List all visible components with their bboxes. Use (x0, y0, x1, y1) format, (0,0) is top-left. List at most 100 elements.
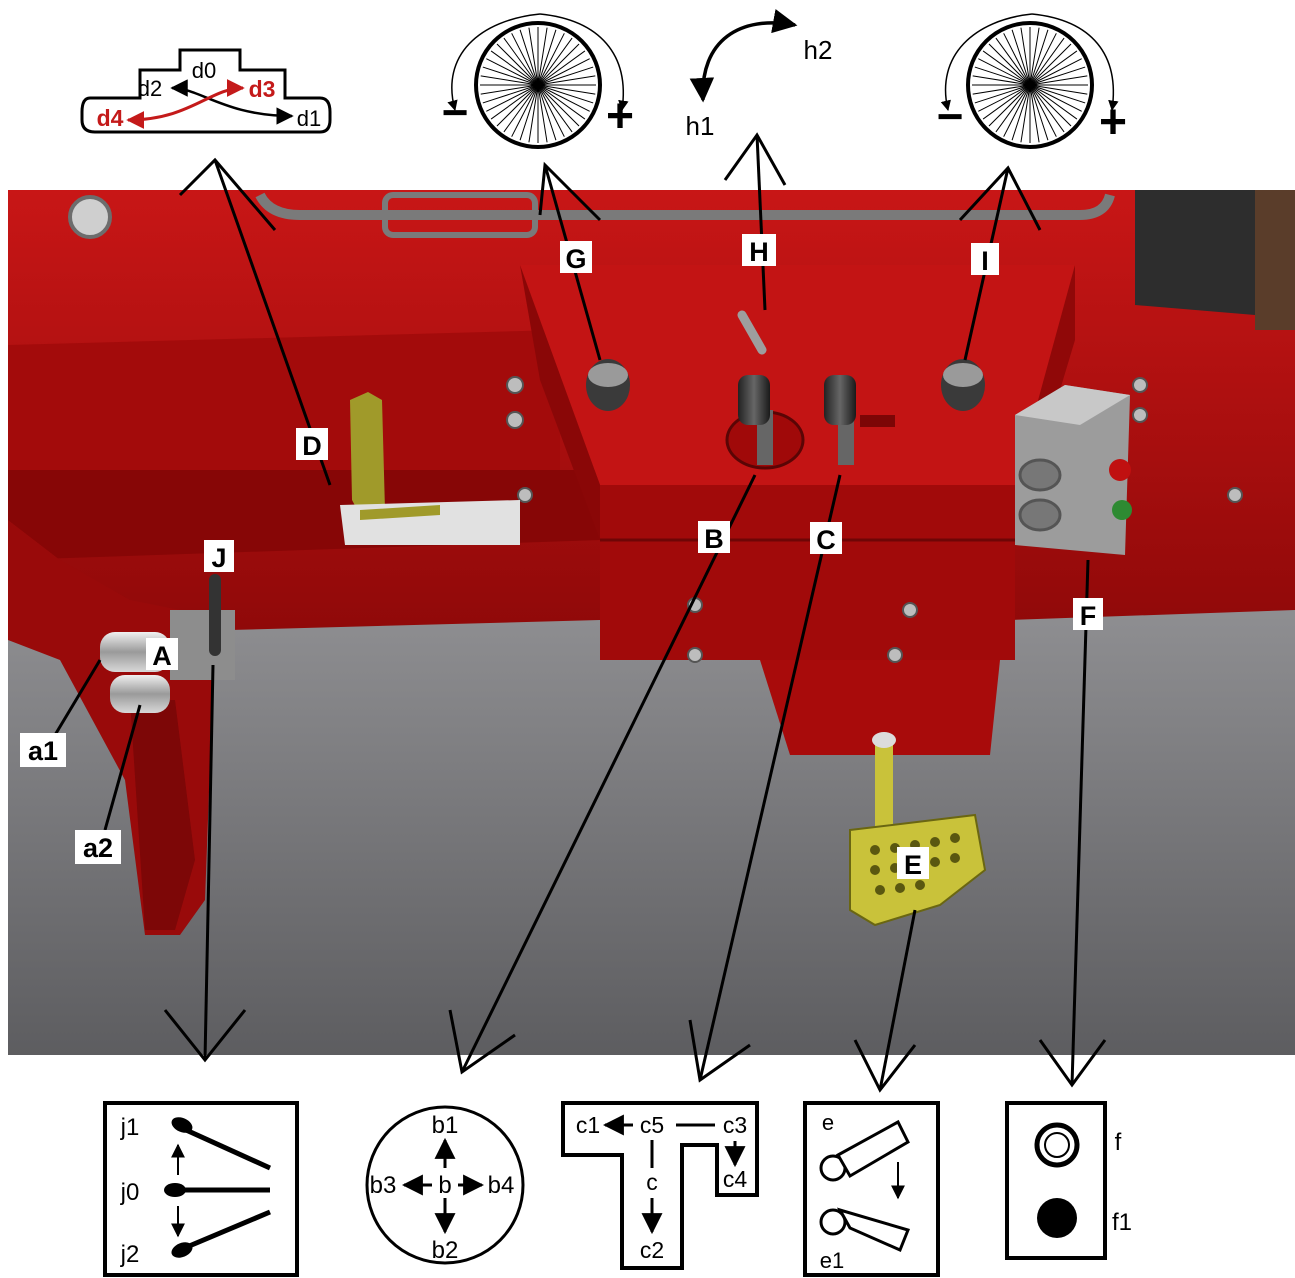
right-dark-end (1255, 190, 1295, 330)
label-b2: b2 (432, 1237, 459, 1264)
knob-g-cap (588, 363, 628, 387)
wheel-spoke (1029, 37, 1065, 86)
wheel-spoke (972, 84, 1031, 95)
handwheel-i-spokes (972, 27, 1088, 143)
wheel-spoke (1029, 84, 1049, 141)
lever-d-foot (360, 505, 440, 520)
wheel-spoke (1029, 84, 1057, 137)
arrowhead-g (538, 161, 602, 222)
wheel-spoke (1029, 66, 1086, 86)
wheel-spoke (1029, 50, 1078, 86)
label-d3: d3 (249, 76, 276, 102)
wheel-spoke (537, 84, 573, 133)
label-c3: c3 (723, 1112, 747, 1138)
handwheel-g-spokes (480, 27, 596, 143)
wheel-spoke (995, 37, 1031, 86)
leader-lines (53, 132, 1107, 1093)
wheel-spoke (978, 84, 1031, 112)
wheel-spoke (480, 75, 539, 86)
leader-a2 (103, 704, 142, 831)
inset-c-t-gate: c1 c5 c3 c4 c c2 (561, 1101, 759, 1270)
wheel-spoke (537, 75, 596, 86)
toggle-arc (689, 9, 798, 103)
button-f1-filled (1037, 1198, 1077, 1238)
wheel-spoke (480, 84, 539, 95)
label-j0: j0 (120, 1179, 140, 1206)
wheel-spoke (486, 84, 539, 112)
wheel-spoke (1029, 29, 1049, 86)
wheel-spoke (537, 29, 557, 86)
rotate-left-arrow-i (940, 13, 1033, 112)
callout-e: E (904, 850, 922, 880)
wheel-spoke (511, 84, 539, 137)
inset-c-frame (561, 1101, 759, 1270)
wheel-spoke (1029, 43, 1072, 86)
arrowhead-d (178, 157, 277, 231)
arrowhead-f (1038, 1039, 1107, 1088)
control-box-top (520, 265, 1075, 485)
wheel-spoke (537, 58, 590, 86)
left-disc (68, 195, 112, 239)
lever-up-knob (171, 1117, 193, 1133)
label-h2: h2 (804, 35, 833, 65)
wheel-spoke (490, 84, 539, 120)
leader-f (1070, 559, 1090, 1086)
label-c2: c2 (640, 1237, 664, 1263)
wheel-spoke (537, 84, 557, 141)
wheel-spoke (537, 84, 594, 104)
wheel-hub (533, 80, 543, 90)
wheel-spoke (1020, 27, 1031, 86)
wheel-spoke (1029, 58, 1082, 86)
wheel-spoke (519, 29, 539, 86)
wheel-spoke (511, 33, 539, 86)
plus-label-g: + (606, 90, 634, 143)
pedal-e-collar (872, 732, 896, 748)
callout-c: C (816, 525, 836, 555)
label-h1: h1 (686, 111, 715, 141)
red-button (1109, 459, 1131, 481)
callout-a1: a1 (28, 736, 58, 766)
label-f: f (1115, 1129, 1122, 1156)
control-box-left-face (520, 265, 600, 540)
lever-d (350, 392, 385, 515)
wheel-spoke (1020, 84, 1031, 143)
label-d1: d1 (297, 106, 321, 131)
wheel-spoke (537, 43, 580, 86)
wheel-spoke (537, 84, 586, 120)
label-b4: b4 (488, 1172, 515, 1199)
callout-a: A (152, 641, 172, 671)
label-c: c (646, 1169, 658, 1195)
pedal-up-shape (819, 1119, 910, 1182)
wheel-spoke (490, 50, 539, 86)
pedal-housing (760, 660, 1000, 755)
wheel-spoke (503, 84, 539, 133)
wheel-spoke (988, 84, 1031, 127)
wheel-spoke (972, 75, 1031, 86)
wheel-spoke (482, 84, 539, 104)
arrowhead-j (163, 1009, 247, 1063)
wheel-spoke (1029, 33, 1057, 86)
label-b: b (438, 1172, 451, 1199)
label-b3: b3 (370, 1172, 397, 1199)
joystick-b-knob (738, 375, 770, 425)
leader-j (203, 664, 215, 1061)
minus-label-i: − (937, 90, 964, 142)
leader-b (460, 474, 757, 1073)
arrowhead-b (448, 1009, 516, 1075)
button-box-port-2 (1018, 498, 1062, 532)
inset-j-lever-positions: j1 j0 j2 (103, 1101, 299, 1277)
arrowhead-c (688, 1019, 751, 1083)
wheel-spoke (496, 43, 539, 86)
callout-i: I (981, 246, 989, 276)
lever-up (173, 1122, 272, 1171)
wheel-spoke (982, 50, 1031, 86)
inset-d-shift-pattern: d0 d2 d3 d4 d1 (80, 48, 332, 134)
wheel-spoke (486, 58, 539, 86)
pedal-e-holes (870, 833, 960, 895)
label-j1: j1 (120, 1114, 140, 1141)
wheel-spoke (1029, 84, 1082, 112)
lever-c-knob (824, 375, 856, 425)
wheel-spoke (1011, 84, 1031, 141)
wheel-spoke (1029, 84, 1072, 127)
